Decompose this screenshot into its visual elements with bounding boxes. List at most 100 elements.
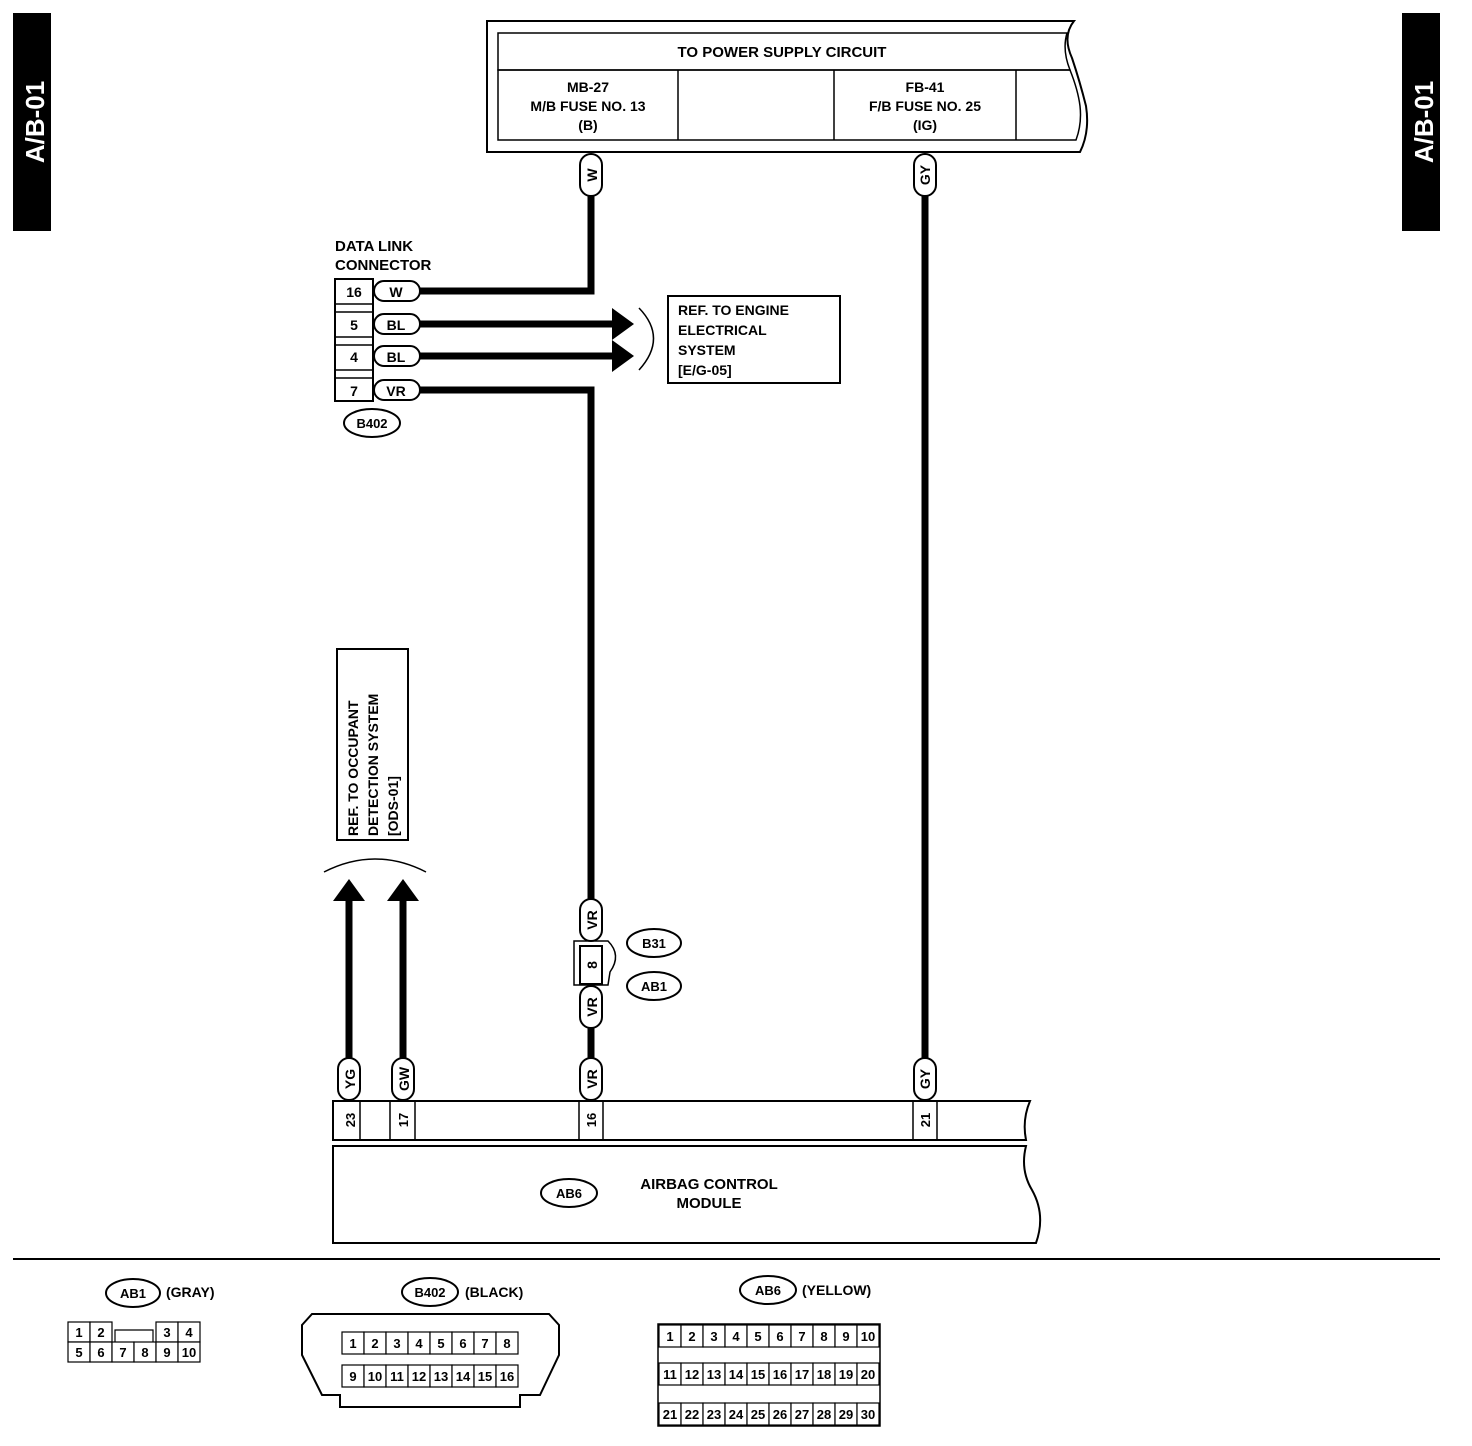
module-connector-id: AB6 <box>556 1186 582 1201</box>
power-wire-label-w: W <box>579 153 603 197</box>
ab6-view-pin-14: 14 <box>729 1367 744 1382</box>
ab6-view-pin-13: 13 <box>707 1367 721 1382</box>
b402-pin-16-cell <box>495 1364 519 1388</box>
dlc-pin-5: 5 <box>350 317 358 333</box>
b402-pin-16: 16 <box>500 1369 514 1384</box>
ab6-view-pin-7: 7 <box>798 1329 805 1344</box>
joint-connector-ab1: AB1 <box>641 979 667 994</box>
dlc-connector-id: B402 <box>356 416 387 431</box>
ab6-view-pin-8: 8 <box>820 1329 827 1344</box>
ab1-pin-5: 5 <box>75 1345 82 1360</box>
dlc-title-line2: CONNECTOR <box>335 257 432 274</box>
ab6-view-pin-12: 12 <box>685 1367 699 1382</box>
ab6-view-id: AB6 <box>755 1283 781 1298</box>
dlc-title-line1: DATA LINK <box>335 238 413 255</box>
ab6-view-pin-20: 20 <box>861 1367 875 1382</box>
occupant-ref-box: REF. TO OCCUPANT DETECTION SYSTEM [ODS-0… <box>336 648 409 841</box>
ab6-view-pin-2: 2 <box>688 1329 695 1344</box>
b402-pin-11: 11 <box>390 1369 404 1384</box>
joint-connector-b31: B31 <box>642 936 666 951</box>
b402-pin-2: 2 <box>371 1336 378 1351</box>
ab6-pin-23: 23 <box>343 1113 358 1127</box>
ab6-view-pin-10: 10 <box>861 1329 875 1344</box>
b402-pin-3: 3 <box>393 1336 400 1351</box>
ab1-pin-10: 10 <box>182 1345 196 1360</box>
arrow-heads <box>323 307 655 901</box>
b402-pin-15: 15 <box>478 1369 492 1384</box>
occupant-ref-line1: REF. TO OCCUPANT <box>345 700 361 836</box>
b402-pin-7: 7 <box>481 1336 488 1351</box>
dlc-wire-color-7: VR <box>386 383 405 399</box>
b31-wire-label: VR <box>584 910 600 929</box>
ab6-view-pin-1: 1 <box>666 1329 673 1344</box>
arrow-right-icon <box>612 308 634 340</box>
ab1-pin-7: 7 <box>119 1345 126 1360</box>
b402-pin-8: 8 <box>503 1336 510 1351</box>
ab1-view-id: AB1 <box>120 1286 146 1301</box>
ab6-view-pin-26: 26 <box>773 1407 787 1422</box>
power-supply-title: TO POWER SUPPLY CIRCUIT <box>678 44 887 61</box>
b402-pin-9: 9 <box>349 1369 356 1384</box>
ab6-view-pin-9: 9 <box>842 1329 849 1344</box>
ab1-pin-8: 8 <box>141 1345 148 1360</box>
ab6-wire-gw: GW <box>396 1066 412 1091</box>
module-name-line2: MODULE <box>677 1195 742 1212</box>
power-wire-label-gy: GY <box>913 153 937 197</box>
b402-view-color: (BLACK) <box>465 1284 523 1300</box>
ab6-wire-vr: VR <box>584 1069 600 1088</box>
ab6-view-pin-30-cell <box>856 1402 880 1426</box>
ab6-view-frame <box>657 1323 881 1427</box>
b402-pin-5: 5 <box>437 1336 444 1351</box>
dlc-pin-7: 7 <box>350 383 358 399</box>
ab6-view-pin-11: 11 <box>663 1367 677 1382</box>
left-fuse-line1: MB-27 <box>567 79 609 95</box>
ab6-view-pin-6: 6 <box>776 1329 783 1344</box>
power-supply-box: TO POWER SUPPLY CIRCUIT MB-27 M/B FUSE N… <box>486 20 1089 153</box>
b402-view-id: B402 <box>414 1285 445 1300</box>
b402-pin-8-cell <box>495 1331 519 1355</box>
ab1-pin-10-cell <box>177 1341 201 1363</box>
occupant-ref-bracket <box>323 858 427 873</box>
right-fuse-line2: F/B FUSE NO. 25 <box>869 98 981 114</box>
engine-ref-bracket <box>638 307 655 371</box>
ab6-view-pin-15: 15 <box>751 1367 765 1382</box>
ab6-view-pin-5: 5 <box>754 1329 761 1344</box>
ab6-wire-labels: YG GW VR GY <box>337 1057 937 1101</box>
ab1-pin-9: 9 <box>163 1345 170 1360</box>
ab1-wire-label: VR <box>584 997 600 1016</box>
ab6-view-pin-17: 17 <box>795 1367 809 1382</box>
b402-pin-6: 6 <box>459 1336 466 1351</box>
engine-ref-box: REF. TO ENGINE ELECTRICAL SYSTEM [E/G-05… <box>667 295 841 384</box>
ab6-pin-21: 21 <box>918 1113 933 1127</box>
ab6-view-pin-24: 24 <box>729 1407 744 1422</box>
ab6-view-pin-23: 23 <box>707 1407 721 1422</box>
joint-connector: VR 8 VR B31 AB1 <box>573 898 682 1029</box>
dlc-pin-4: 4 <box>350 349 358 365</box>
engine-ref-line2: ELECTRICAL <box>678 322 767 338</box>
dlc-wire-color-4: BL <box>387 349 406 365</box>
left-fuse-line3: (B) <box>578 117 597 133</box>
ab6-wire-yg: YG <box>342 1069 358 1089</box>
ab6-view-color: (YELLOW) <box>802 1282 871 1298</box>
ab1-pin-2: 2 <box>97 1325 104 1340</box>
ab6-pin-16: 16 <box>584 1113 599 1127</box>
b402-pin-13: 13 <box>434 1369 448 1384</box>
ab6-view-pin-18: 18 <box>817 1367 831 1382</box>
joint-pin: 8 <box>584 961 600 969</box>
module-name-line1: AIRBAG CONTROL <box>640 1176 778 1193</box>
ab1-pin-3: 3 <box>163 1325 170 1340</box>
right-fuse-line1: FB-41 <box>906 79 945 95</box>
ab6-view-pin-22: 22 <box>685 1407 699 1422</box>
ab1-pin-4: 4 <box>185 1325 193 1340</box>
ab6-view-pin-21: 21 <box>663 1407 677 1422</box>
arrow-right-icon <box>612 340 634 372</box>
wire-vr-dlc-to-b31 <box>420 386 595 900</box>
ab6-wire-gy: GY <box>917 1068 933 1089</box>
ab1-pin-1: 1 <box>75 1325 82 1340</box>
ab1-view-color: (GRAY) <box>166 1284 215 1300</box>
